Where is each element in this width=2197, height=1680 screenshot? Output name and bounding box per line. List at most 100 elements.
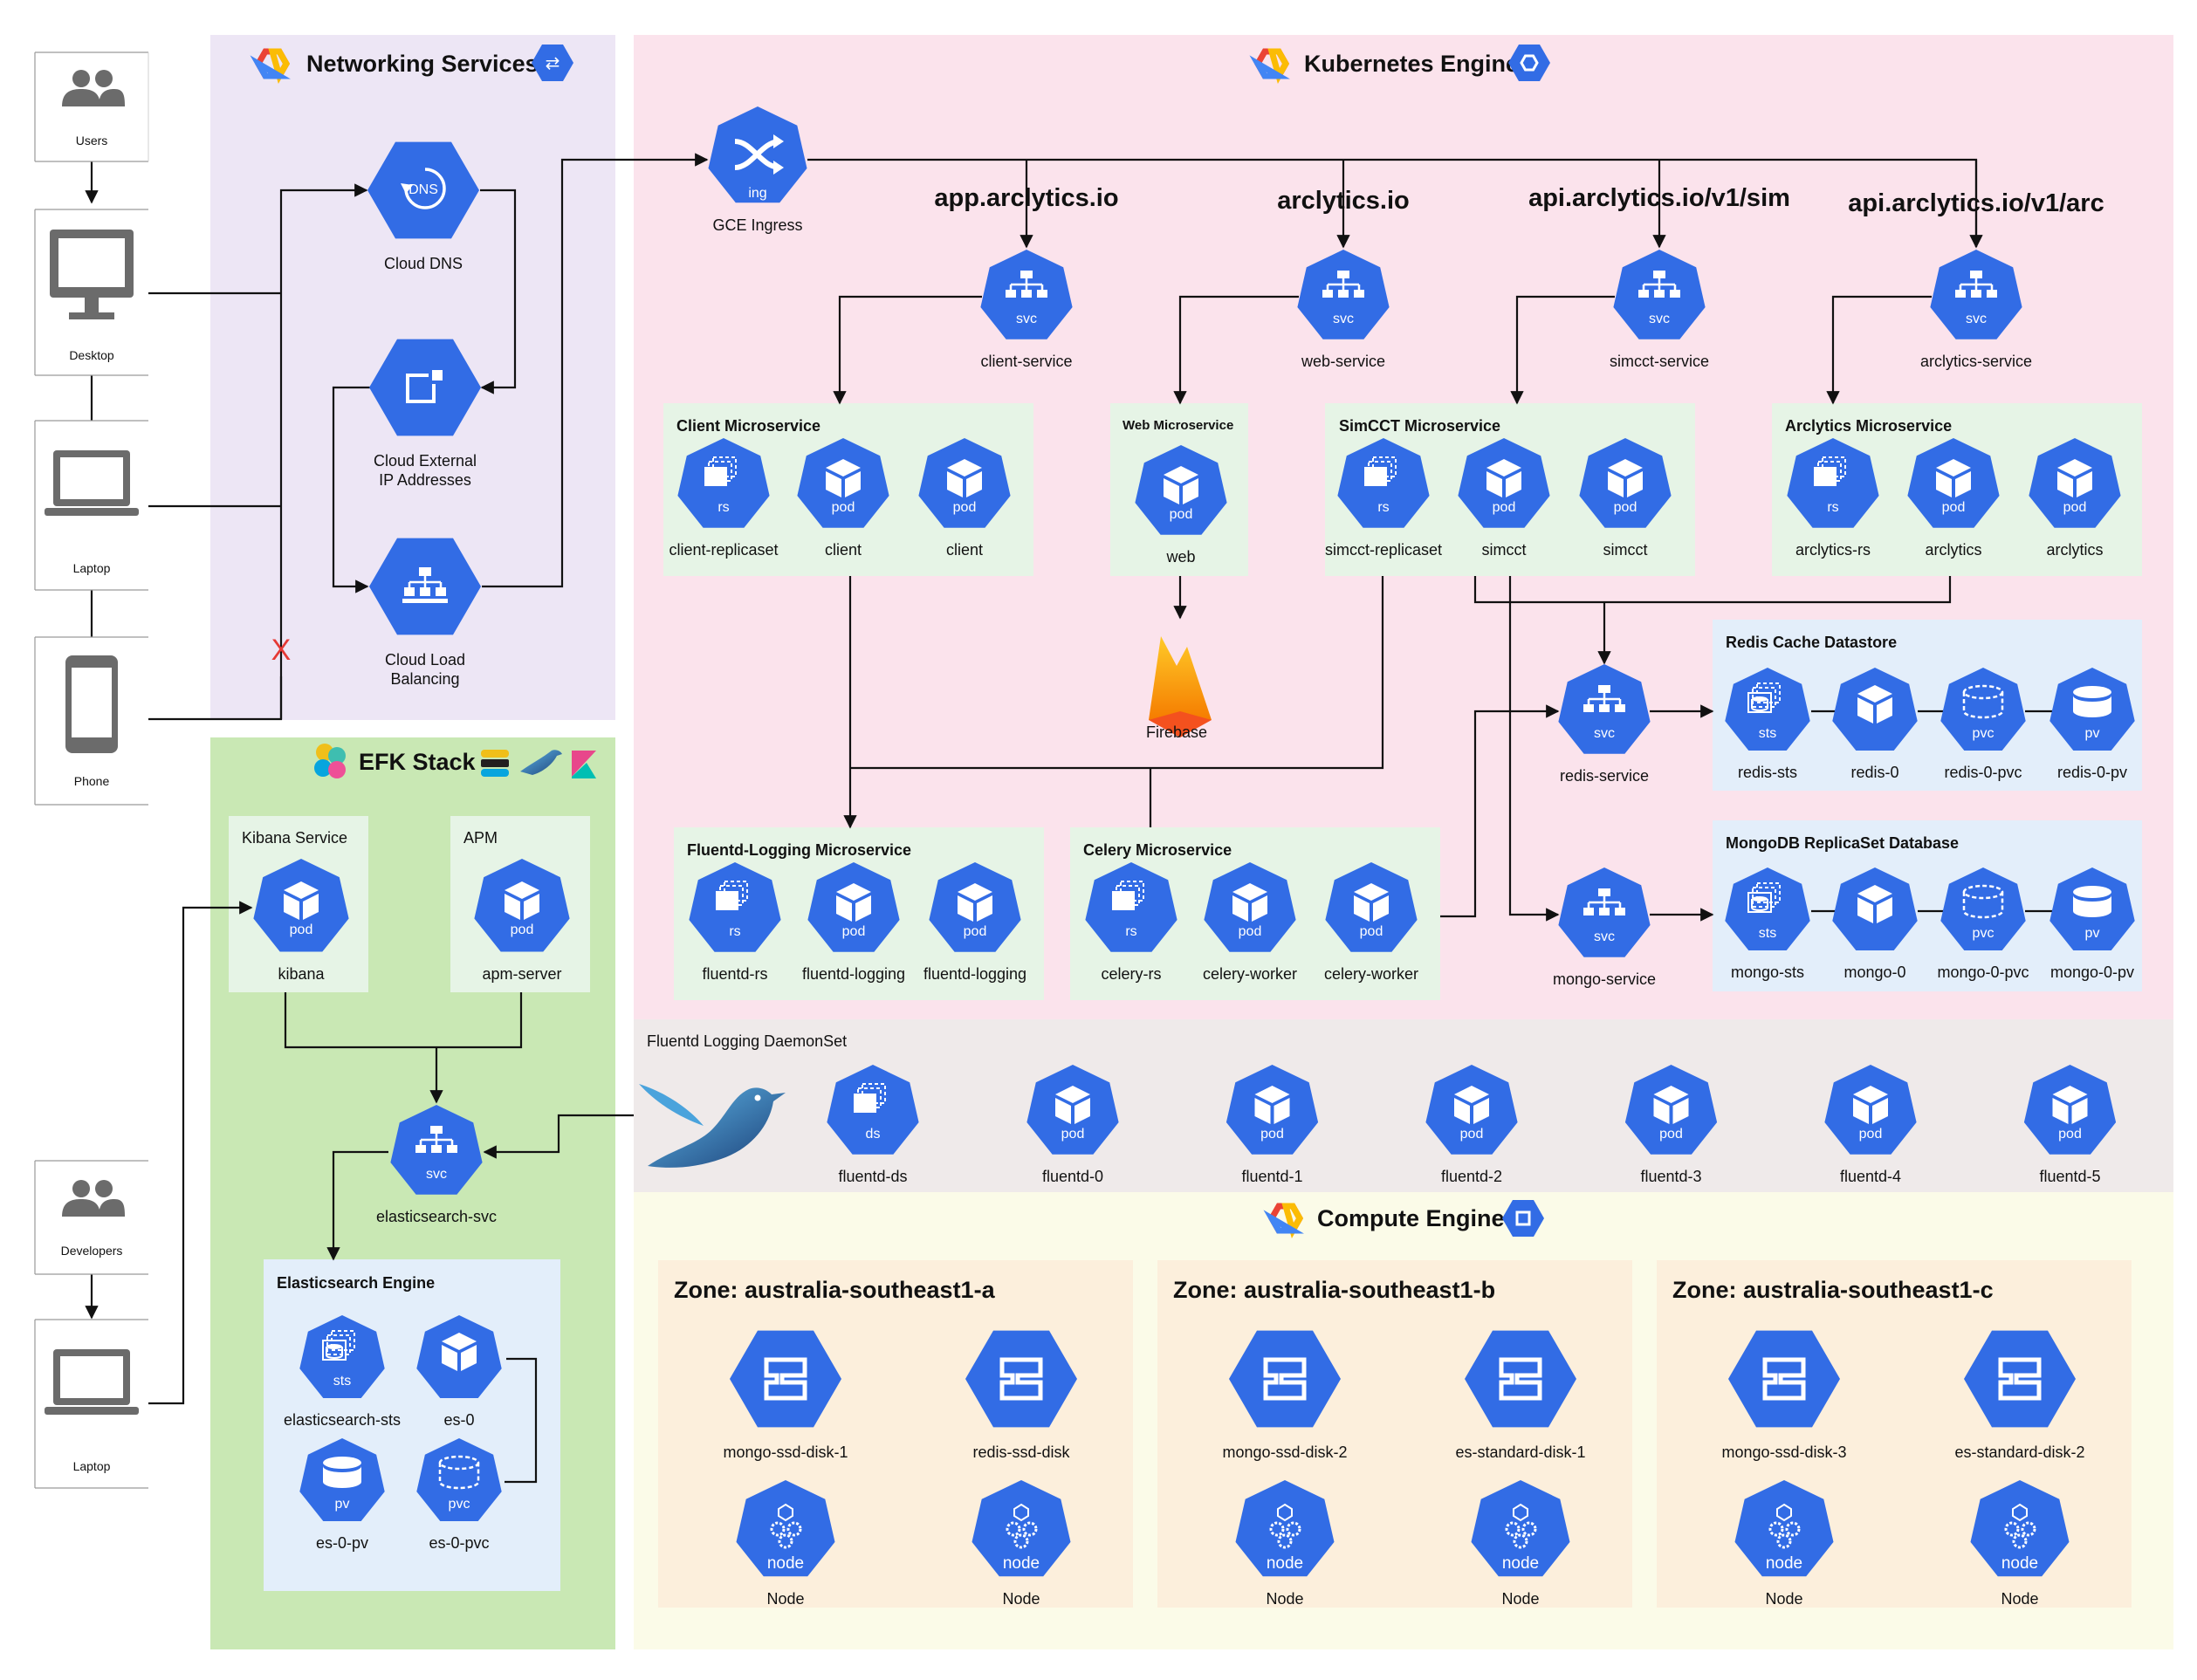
redis-pod-node[interactable]: redis-0 — [1832, 668, 1918, 781]
zone-0-disk-0-node[interactable]: mongo-ssd-disk-1 — [723, 1330, 848, 1461]
apm-server-pod-node-label: apm-server — [482, 965, 561, 983]
mongo-pod-node[interactable]: mongo-0 — [1832, 867, 1918, 981]
pod-icon — [1832, 668, 1918, 751]
developer-laptop-card[interactable]: Laptop — [34, 1319, 148, 1489]
es-0-pod-node-label: es-0 — [443, 1411, 474, 1429]
zone-1-disk-0-node[interactable]: mongo-ssd-disk-2 — [1222, 1330, 1348, 1461]
developers-icon — [62, 1180, 125, 1217]
pod-icon-glyph — [1486, 459, 1521, 497]
apm-server-pod-node-glyph-text: pod — [511, 922, 534, 937]
desktop-card[interactable]: Desktop — [34, 209, 148, 376]
compute-title-text: Compute Engine — [1317, 1205, 1505, 1231]
pod-icon — [1325, 862, 1418, 952]
fluentd-2-pod-node-label: fluentd-2 — [1441, 1168, 1502, 1185]
zone-0-disk-1-node[interactable]: redis-ssd-disk — [965, 1330, 1077, 1461]
redis-pv-node-glyph-text: pv — [2085, 726, 2100, 741]
developers-card: Developers — [34, 1160, 148, 1275]
pvc-icon — [1940, 668, 2026, 751]
zone-2-disk-0-node[interactable]: mongo-ssd-disk-3 — [1721, 1330, 1847, 1461]
zone-1-disk-1-node[interactable]: es-standard-disk-1 — [1455, 1330, 1586, 1461]
laptop-card[interactable]: Laptop — [34, 420, 148, 591]
service-icon-glyph — [1006, 271, 1047, 298]
client-replicaset-node-glyph-text: rs — [717, 500, 729, 515]
pod-icon — [1425, 1065, 1518, 1155]
mongo-group-title: MongoDB ReplicaSet Database — [1726, 834, 1959, 852]
service-icon-glyph — [1583, 685, 1625, 712]
phone-card[interactable]: Phone — [34, 636, 148, 806]
zone-2-disk-1-node[interactable]: es-standard-disk-2 — [1954, 1330, 2085, 1461]
firebase-icon — [1149, 636, 1212, 737]
redis-sts-node-glyph-text: sts — [1759, 726, 1776, 741]
pv-icon-glyph — [2073, 886, 2111, 917]
compute-node-icon-glyph — [1269, 1503, 1301, 1549]
zone-2-disk-1-node-label: es-standard-disk-2 — [1954, 1443, 2084, 1461]
pod-icon — [416, 1315, 502, 1398]
fluentd-ds-node-label: fluentd-ds — [838, 1168, 907, 1185]
es-0-pod-node[interactable]: es-0 — [416, 1315, 502, 1429]
zone-2-node-0-glyph-text: node — [1766, 1554, 1802, 1573]
simcct-replicaset-node-glyph-text: rs — [1377, 500, 1389, 515]
mongo-pod-node-label: mongo-0 — [1843, 963, 1905, 981]
apm-server-pod-node[interactable]: pod apm-server — [474, 859, 570, 983]
networking-title-text: Networking Services — [306, 51, 539, 77]
laptop-icon — [45, 450, 139, 516]
firebase-node[interactable]: Firebase — [1146, 636, 1212, 741]
fluentd-0-pod-node-label: fluentd-0 — [1042, 1168, 1103, 1185]
mongo-pv-node-glyph-text: pv — [2085, 926, 2100, 941]
zone-2-node-0-label: Node — [1765, 1590, 1802, 1608]
celery-worker-pod-2-node-glyph-text: pod — [1360, 924, 1383, 939]
celery-rs-node-glyph-text: rs — [1125, 924, 1136, 939]
persistent-disk-icon-glyph — [1762, 1357, 1806, 1401]
